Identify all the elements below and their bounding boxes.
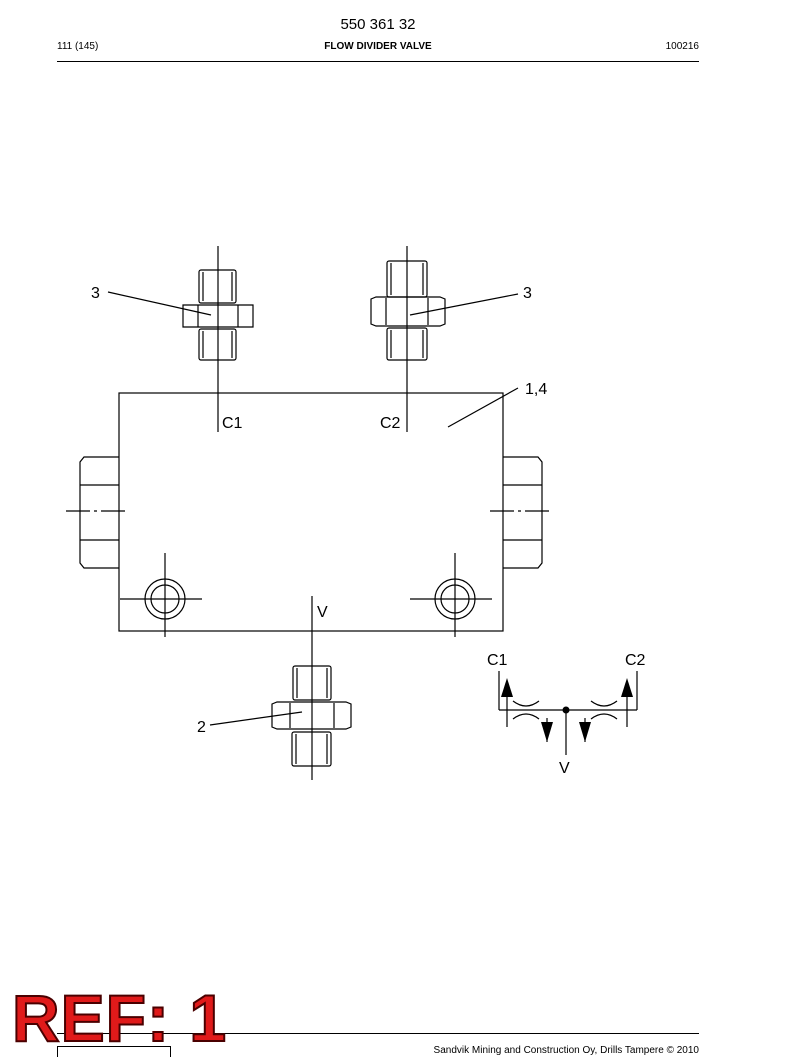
mounting-hole-right <box>410 553 492 637</box>
callout-3-left: 3 <box>91 285 100 302</box>
callout-1-4: 1,4 <box>525 381 547 398</box>
page-number: 111 (145) <box>57 41 99 52</box>
footer-divider <box>57 1033 699 1034</box>
hydraulic-symbol <box>498 671 638 755</box>
mounting-hole-left <box>120 553 202 637</box>
document-code: 100216 <box>665 41 699 52</box>
port-c1-label: C1 <box>222 415 243 432</box>
symbol-c2-label: C2 <box>625 652 646 669</box>
hydraulic-symbol-marks <box>501 678 633 742</box>
leader-item-1-4 <box>447 387 519 428</box>
part-number: 550 361 32 <box>340 16 416 33</box>
right-side-plug <box>490 456 552 569</box>
symbol-c1-label: C1 <box>487 652 508 669</box>
leader-item-2 <box>209 711 303 726</box>
symbol-v-label: V <box>559 760 570 777</box>
footer-copyright: Sandvik Mining and Construction Oy, Dril… <box>433 1045 699 1056</box>
callout-2: 2 <box>197 719 206 736</box>
callout-3-right: 3 <box>523 285 532 302</box>
fitting-c2 <box>370 246 446 432</box>
header-row: 111 (145) FLOW DIVIDER VALVE 100216 <box>57 41 699 55</box>
leader-item-3-right <box>409 293 519 316</box>
page-title: FLOW DIVIDER VALVE <box>324 41 432 52</box>
header-divider <box>57 61 699 62</box>
port-v-label: V <box>317 604 328 621</box>
leader-item-3-left <box>107 291 212 316</box>
port-c2-label: C2 <box>380 415 401 432</box>
brand-logo <box>57 1046 171 1057</box>
fitting-c1 <box>182 246 254 432</box>
left-side-plug <box>66 456 129 569</box>
fitting-v <box>271 596 352 780</box>
reference-stamp: REF: 1 <box>11 981 228 1055</box>
valve-body <box>118 392 504 632</box>
